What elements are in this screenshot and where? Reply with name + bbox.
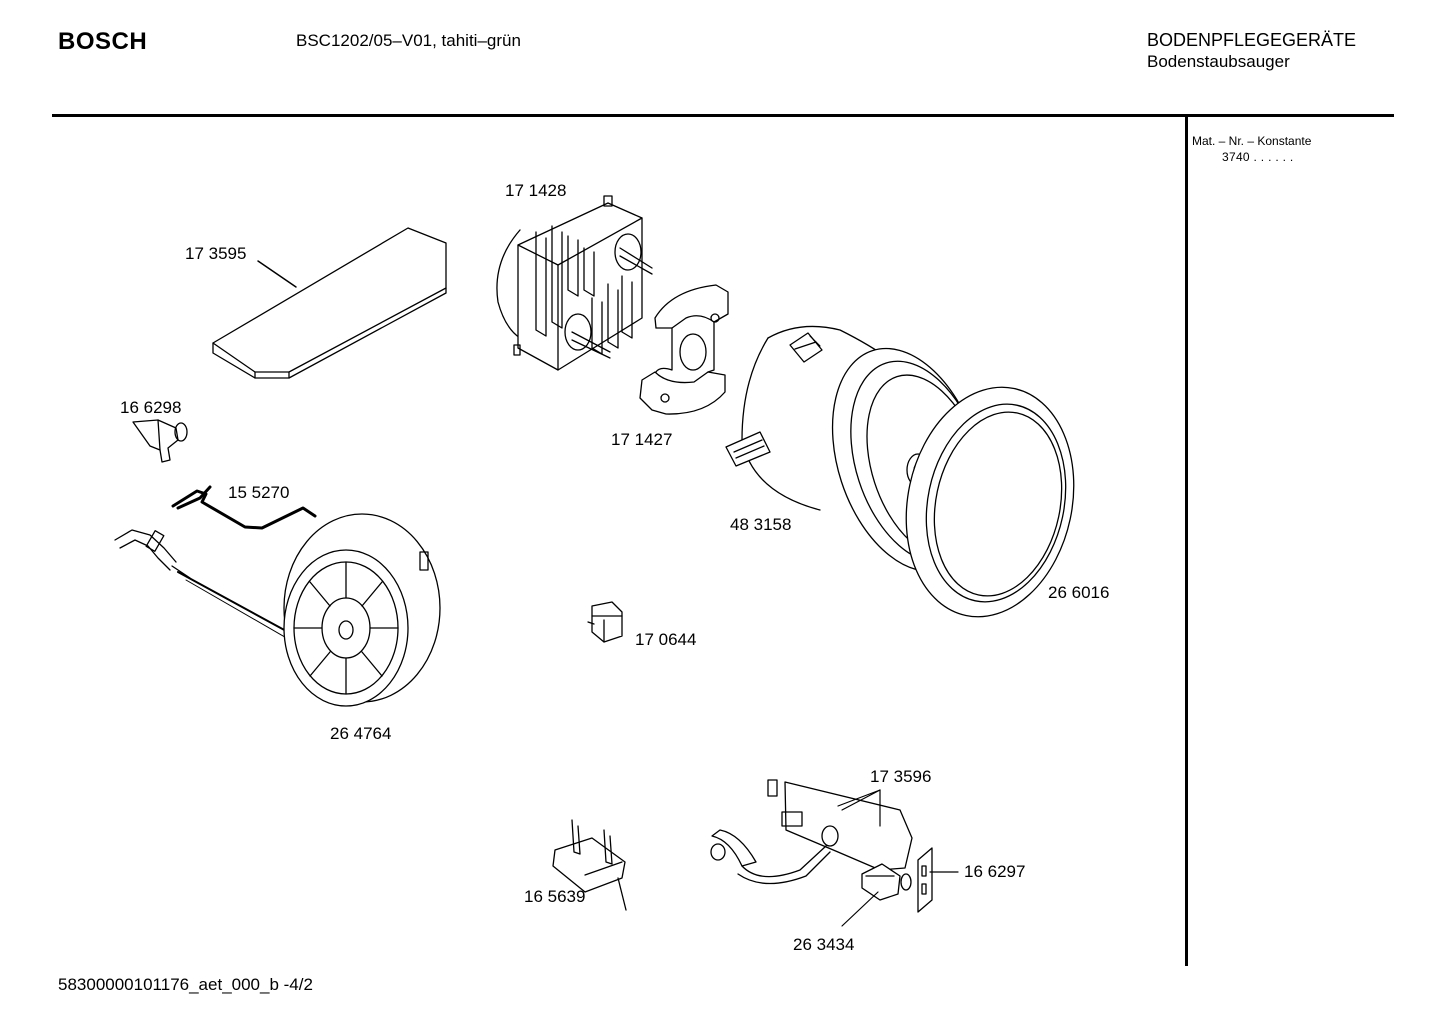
- header-divider: [52, 114, 1394, 117]
- filter-pad-part: [213, 228, 446, 378]
- part-label-holder: 26 3434: [793, 935, 855, 954]
- part-label-cable-reel: 26 4764: [330, 724, 392, 743]
- terminal-block-part: [553, 820, 626, 910]
- motor-seal-part: [640, 285, 728, 414]
- leader-lines: [810, 336, 958, 926]
- material-number-label: Mat. – Nr. – Konstante: [1192, 134, 1312, 148]
- brand-logo: BOSCH: [58, 28, 148, 55]
- part-label-wire-bracket: 15 5270: [228, 483, 290, 502]
- holder-part: [862, 864, 911, 900]
- part-label-motor: 48 3158: [730, 515, 792, 534]
- part-label-mount-plate: 16 6297: [964, 862, 1026, 881]
- motor-ring-part: [886, 371, 1095, 632]
- part-label-clip: 16 6298: [120, 398, 182, 417]
- part-label-motor-housing: 17 1428: [505, 181, 567, 200]
- material-number-value: 3740 . . . . . .: [1222, 150, 1294, 164]
- model-title: BSC1202/05–V01, tahiti–grün: [296, 31, 521, 50]
- part-label-terminal-block: 16 5639: [524, 887, 586, 906]
- switch-part: [588, 602, 622, 642]
- motor-housing-part: [497, 196, 652, 370]
- cable-reel-part: [115, 514, 440, 706]
- wire-bracket-part: [173, 487, 315, 528]
- part-label-filter-pad: 17 3595: [185, 244, 247, 263]
- category-subtitle: Bodenstaubsauger: [1147, 52, 1290, 71]
- part-label-switch: 17 0644: [635, 630, 697, 649]
- part-label-motor-seal: 17 1427: [611, 430, 673, 449]
- category-title: BODENPFLEGEGERÄTE: [1147, 30, 1357, 50]
- clip-part: [133, 420, 187, 462]
- mount-plate-part: [918, 848, 932, 912]
- document-id: 58300000101176_aet_000_b -4/2: [58, 975, 313, 994]
- sidebar-divider: [1185, 114, 1188, 966]
- part-label-circuit-board: 17 3596: [870, 767, 932, 786]
- circuit-board-part: [711, 780, 912, 884]
- part-label-motor-ring: 26 6016: [1048, 583, 1110, 602]
